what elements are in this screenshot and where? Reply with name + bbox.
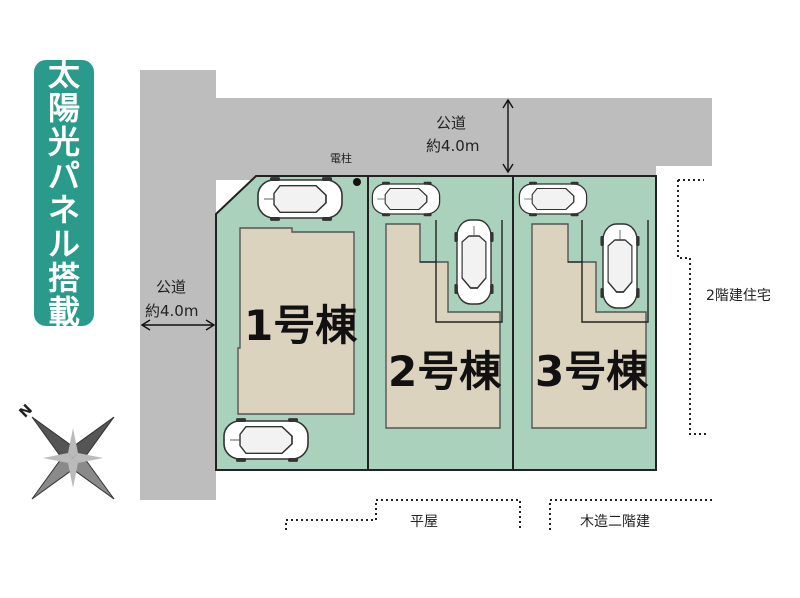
solar-panel-banner: 太陽光パネル搭載 [34,55,94,331]
banner-char: 陽 [47,89,80,127]
lot-2-label: 2号棟 [388,347,502,396]
banner-char: 搭 [47,259,80,297]
banner-char: 光 [47,123,80,161]
utility-pole-icon [353,178,361,186]
road-top-name: 公道 [436,114,466,132]
house-3 [531,223,647,429]
parking-2 [435,220,503,323]
neighbor-bottom-right-label: 木造二階建 [580,514,650,530]
lot-1-label: 1号棟 [244,301,358,350]
road-left-name: 公道 [156,278,186,296]
house-2 [385,223,501,429]
car-icon [599,223,641,309]
banner-char: 太 [47,55,80,93]
parking-3 [581,220,649,323]
house-1 [237,227,355,415]
compass-icon: N [16,402,115,500]
car-icon [257,176,343,222]
car-icon [223,417,309,463]
neighbor-bottom-middle-label: 平屋 [410,514,438,530]
road-left-width: 約4.0m [145,302,198,320]
car-icon [518,181,588,217]
road-top-width: 約4.0m [426,137,479,155]
car-icon [371,181,441,217]
banner-char: 載 [47,293,80,331]
neighbor-bottom-middle-outline [285,499,521,530]
lot-3-label: 3号棟 [535,347,649,396]
car-icon [453,219,495,305]
banner-char: ル [47,225,80,263]
neighbor-right-outline [677,179,706,435]
banner-char: ネ [47,191,80,229]
banner-char: パ [47,157,80,195]
neighbor-bottom-right-outline [549,499,712,530]
neighbor-right-label: 2階建住宅 [706,288,771,304]
utility-pole-label: 電柱 [330,151,352,165]
